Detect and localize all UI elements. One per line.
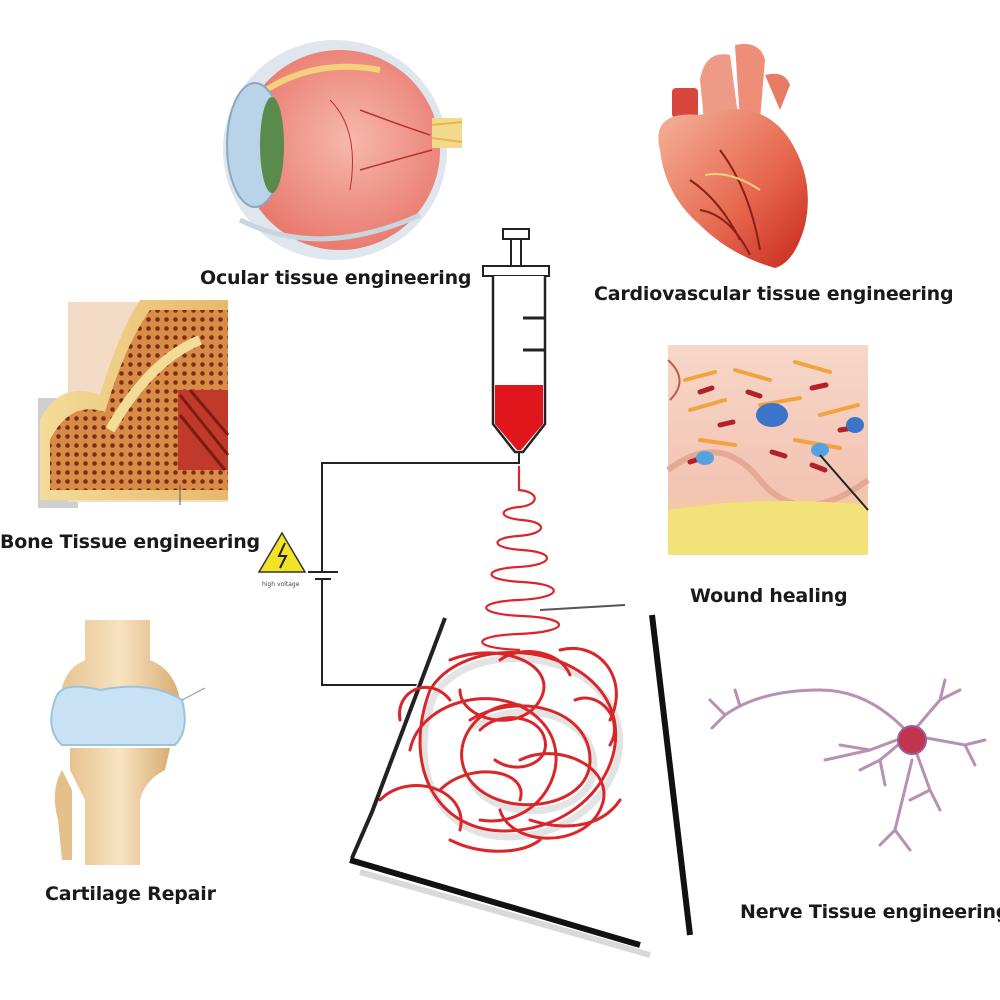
cartilage-label: Cartilage Repair bbox=[45, 883, 217, 905]
nerve-label: Nerve Tissue engineering bbox=[740, 901, 1000, 923]
ocular-label: Ocular tissue engineering bbox=[200, 267, 471, 289]
fiber-jet bbox=[481, 466, 560, 652]
skin-wound-icon bbox=[666, 345, 870, 555]
bone-icon bbox=[38, 300, 230, 508]
circuit-wires bbox=[308, 462, 520, 686]
cardio-label: Cardiovascular tissue engineering bbox=[594, 283, 953, 305]
wound-label: Wound healing bbox=[690, 585, 847, 607]
heart-icon bbox=[658, 44, 808, 268]
neuron-icon bbox=[708, 678, 987, 852]
syringe-icon bbox=[482, 228, 550, 464]
fiber-mat bbox=[378, 647, 624, 853]
high-voltage-warning-icon bbox=[257, 531, 307, 573]
bone-label: Bone Tissue engineering bbox=[0, 531, 260, 553]
knee-joint-icon bbox=[50, 620, 206, 865]
eye-icon bbox=[223, 40, 463, 260]
voltage-label: high voltage bbox=[262, 581, 300, 588]
